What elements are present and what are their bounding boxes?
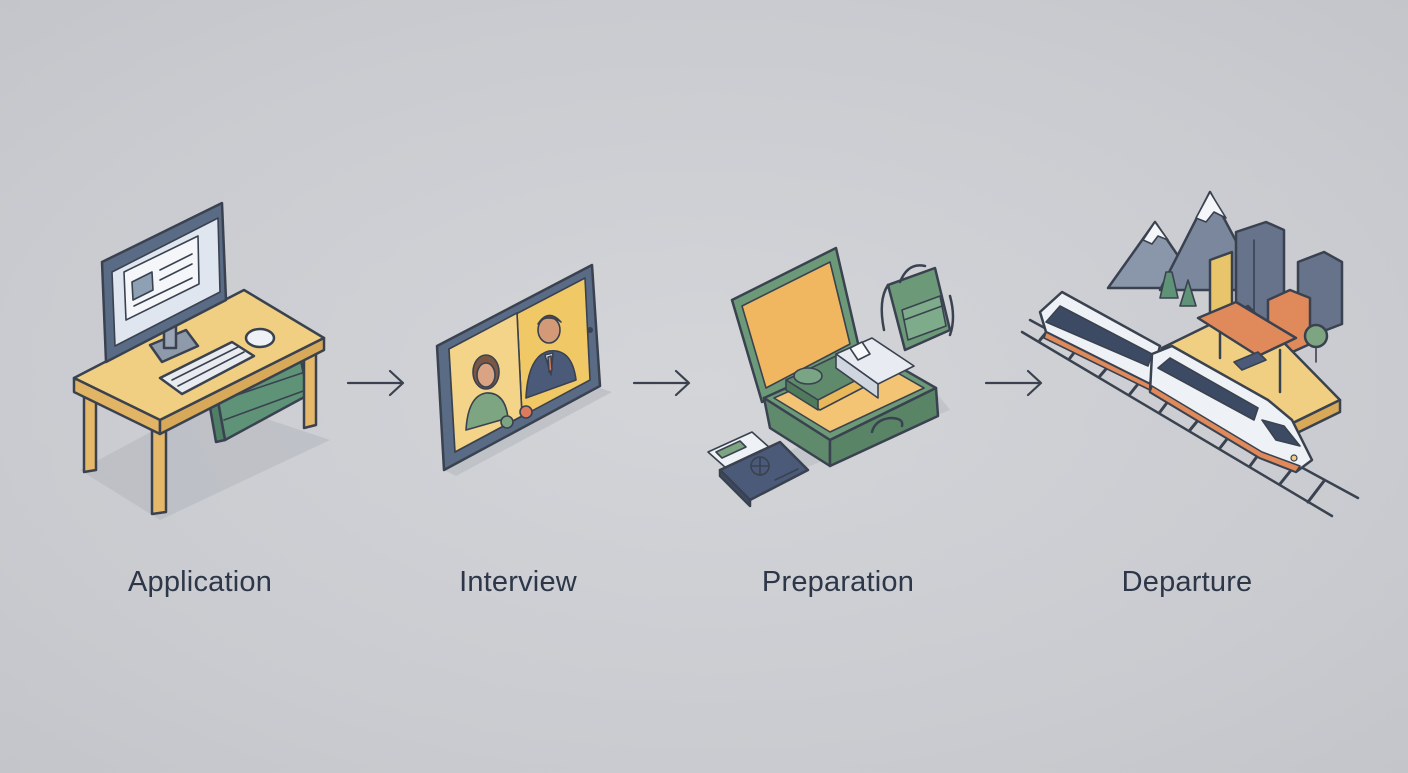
desk-computer-icon <box>72 201 330 520</box>
arrow-right-icon <box>346 369 405 397</box>
suitcase-packing-icon <box>707 246 955 508</box>
train-departure-icon <box>1020 190 1360 518</box>
video-call-tablet-icon <box>435 263 612 476</box>
step-label-preparation: Preparation <box>761 566 915 598</box>
step-label-application: Application <box>127 566 273 598</box>
step-label-departure: Departure <box>1121 566 1253 598</box>
step-label-interview: Interview <box>459 566 577 598</box>
arrow-right-icon <box>632 369 691 397</box>
arrow-right-icon <box>984 369 1043 397</box>
